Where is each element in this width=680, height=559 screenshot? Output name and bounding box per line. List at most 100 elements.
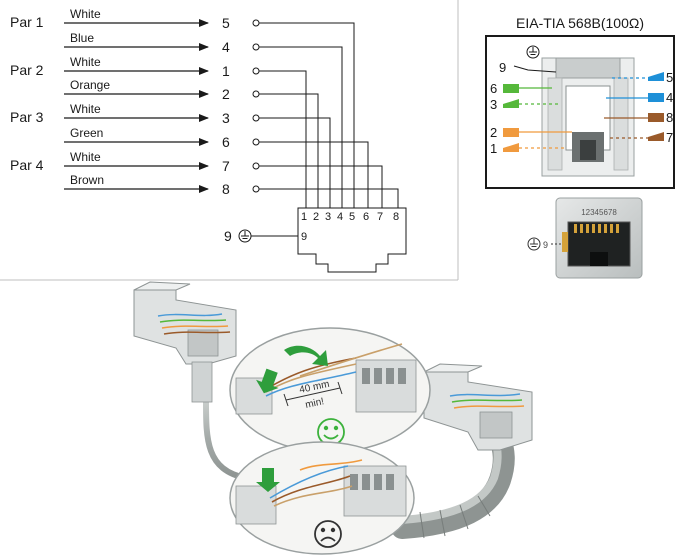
detail-jack-left [235,485,277,525]
keystone-top [133,281,191,291]
detail-twisted-wires [265,343,403,397]
detail-circle-correct: 40 mm min! [229,327,431,453]
jack-latch-slot [590,252,608,266]
terminal-circle [252,43,260,51]
pin-5-swatch [648,72,664,81]
keystone-wires [449,393,525,409]
terminal-number: 2 [222,86,230,102]
jack-pin-label: 6 [363,211,369,223]
pin-8-swatch [648,113,664,122]
eia-tia-panel: EIA-TIA 568B(100Ω) 9 6 3 2 1 [485,15,675,189]
terminal-number: 8 [222,181,230,197]
keystone-top [423,363,483,373]
jack-pin-label: 3 [325,211,331,223]
jack-pin-label: 5 [349,211,355,223]
keystone-stem [191,361,213,403]
wire-label-4b: Brown [70,173,104,187]
standard-right-label: 5 [666,70,673,85]
jack-ground-pin-label: 9 [301,231,307,243]
detail-jack-slots [362,368,406,384]
jack-pin-label: 4 [337,211,343,223]
ground-icon [526,45,540,59]
terminal-number: 3 [222,110,230,126]
terminal-circle [252,67,260,75]
ground-icon [527,237,541,251]
terminal-circle [252,90,260,98]
keystone-wires [157,313,231,335]
jack-pin-label: 1 [301,211,307,223]
terminal-circle [252,114,260,122]
routing-lines [259,22,399,208]
terminal-number: 1 [222,63,230,79]
route-pin-1 [259,70,307,208]
standard-right-label: 7 [666,130,673,145]
ground-symbol [238,229,298,243]
measure-limit: min! [304,396,325,411]
terminal-circles [252,19,260,193]
standard-right-leaders [604,77,648,139]
pin-7-swatch [648,132,664,141]
pin-6-swatch [503,84,519,93]
rj45-jack-photo: 12345678 9 [527,197,643,279]
detail-jack-right [343,465,407,517]
pair-labels: Par 1 Par 2 Par 3 Par 4 [10,14,44,173]
keystone-jack-right [423,363,533,451]
jack-contacts [574,224,619,233]
standard-right-label: 4 [666,90,673,105]
ground-terminal-number: 9 [224,228,232,244]
wire-label-4a: White [70,150,101,164]
route-pin-3 [259,117,331,208]
terminal-number: 4 [222,39,230,55]
measure-indicator [283,381,343,407]
jack-pin-numbers: 1 2 3 4 5 6 7 8 9 [301,211,399,243]
detail-jack-right [355,359,417,413]
pin-3-swatch [503,99,519,108]
wire-label-3a: White [70,102,101,116]
terminal-circle [252,162,260,170]
cable-right-ribs [419,495,491,539]
detail-jack-slots [350,474,394,490]
insert-arrow-icon [256,368,279,394]
jack-pin-strip: 12345678 [581,208,617,217]
keystone-window [187,329,219,357]
jack-pin-label: 7 [377,211,383,223]
standard-left-label: 1 [490,141,497,156]
pin-1-swatch [503,143,519,152]
terminal-circle [252,138,260,146]
terminal-circle [252,185,260,193]
wire-label-3b: Green [70,126,103,140]
pair-label-3: Par 3 [10,109,44,125]
jack-pin-label: 8 [393,211,399,223]
wire-labels: White Blue White Orange White Green Whit… [70,7,110,187]
terminal-numbers: 5 4 1 2 3 6 7 8 9 [222,15,232,244]
standard-right-label: 8 [666,110,673,125]
wire-label-2a: White [70,55,101,69]
route-pin-4 [259,46,343,208]
keystone-window [479,411,513,439]
route-pin-5 [259,22,355,208]
cable-left [203,397,249,481]
wire-label-1b: Blue [70,31,94,45]
standard-ground [513,45,557,73]
pin-2-swatch [503,128,519,137]
installation-illustration: 40 mm min! [133,281,533,555]
route-pin-6 [259,141,369,208]
wire-arrows [64,19,209,193]
standard-title: EIA-TIA 568B(100Ω) [516,15,644,31]
jack-pin-label: 2 [313,211,319,223]
standard-left-label: 2 [490,125,497,140]
pin-4-swatch [648,93,664,102]
cable-right-highlight [398,436,502,524]
wire-label-1a: White [70,7,101,21]
jack-outline [297,207,407,273]
curve-arrow-icon [284,345,328,366]
terminal-number: 6 [222,134,230,150]
route-pin-7 [259,165,383,208]
detail-circle-incorrect [229,441,415,555]
route-pin-2 [259,93,319,208]
terminal-number: 5 [222,15,230,31]
frown-icon [314,520,342,548]
jack-photo-ground-label: 9 [543,240,548,250]
pair-label-4: Par 4 [10,157,44,173]
